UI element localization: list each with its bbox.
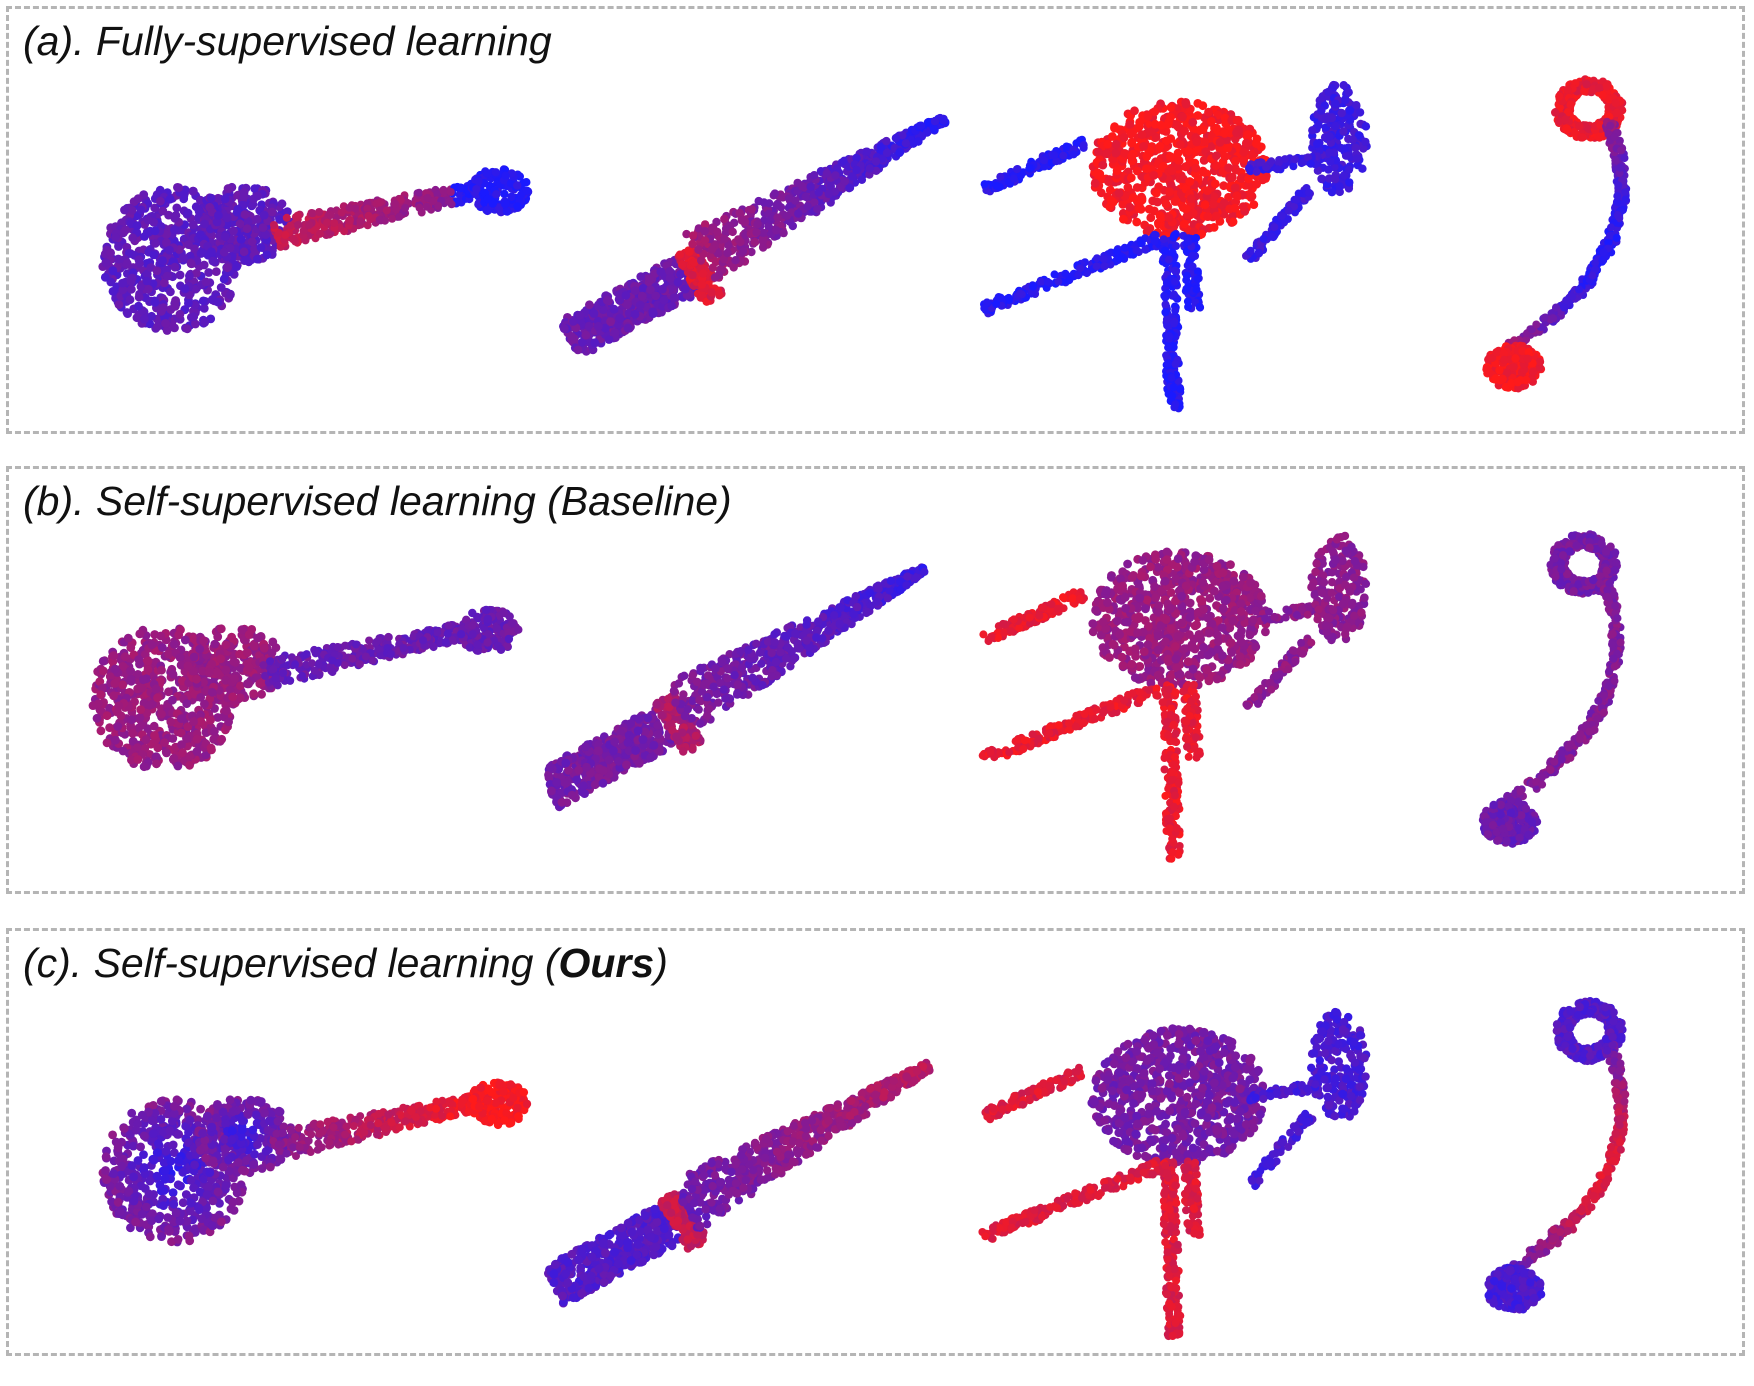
- chair-point-cloud: [978, 1007, 1371, 1341]
- chair-point-cloud: [978, 531, 1371, 863]
- panel-b-point-clouds: [88, 530, 1625, 863]
- panel-a-title: (a). Fully-supervised learning: [23, 18, 552, 64]
- panel-b-title: (b). Self-supervised learning (Baseline): [23, 478, 732, 524]
- knife-point-cloud: [544, 1058, 934, 1308]
- guitar-point-cloud: [98, 1078, 532, 1247]
- earphone-point-cloud: [1478, 530, 1625, 848]
- knife-point-cloud: [544, 563, 929, 812]
- panel-c-point-clouds: [98, 997, 1630, 1341]
- panel-b: (b). Self-supervised learning (Baseline): [6, 466, 1745, 894]
- panel-c-title: (c). Self-supervised learning (Ours): [23, 940, 668, 986]
- guitar-point-cloud: [98, 165, 533, 335]
- chair-point-cloud: [980, 80, 1371, 413]
- earphone-point-cloud: [1482, 75, 1631, 393]
- guitar-point-cloud: [88, 605, 523, 772]
- panel-a: (a). Fully-supervised learning: [6, 6, 1745, 434]
- knife-point-cloud: [559, 113, 950, 356]
- panel-c: (c). Self-supervised learning (Ours): [6, 928, 1745, 1356]
- earphone-point-cloud: [1484, 997, 1630, 1314]
- panel-a-point-clouds: [98, 75, 1631, 413]
